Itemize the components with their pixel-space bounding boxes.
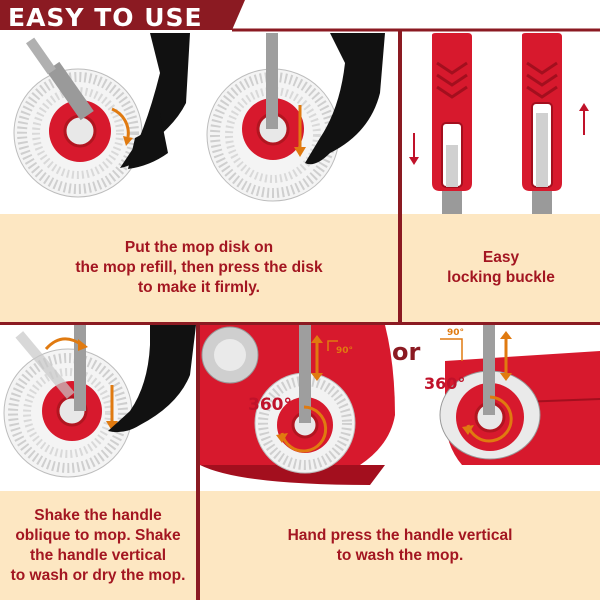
locking-buckle-photo bbox=[402, 33, 600, 214]
shake-handle-photo bbox=[0, 325, 196, 491]
caption-buckle-text: Easy locking buckle bbox=[447, 249, 555, 286]
caption-buckle: Easy locking buckle bbox=[402, 214, 600, 322]
divider-horizontal-middle bbox=[0, 322, 600, 325]
angle-label-left: 90° bbox=[336, 346, 354, 356]
caption-press: Hand press the handle vertical to wash t… bbox=[200, 491, 600, 600]
bucket-press-photo bbox=[200, 325, 600, 491]
caption-press-text: Hand press the handle vertical to wash t… bbox=[287, 526, 513, 564]
angle-label-right: 90° bbox=[447, 328, 465, 338]
caption-shake: Shake the handle oblique to mop. Shake t… bbox=[0, 491, 196, 600]
caption-disk: Put the mop disk on the mop refill, then… bbox=[0, 214, 398, 322]
mop-disk-photo bbox=[0, 33, 398, 214]
header-banner: EASY TO USE bbox=[0, 0, 600, 36]
rotation-label-right: 360° bbox=[424, 374, 466, 393]
caption-disk-text: Put the mop disk on the mop refill, then… bbox=[75, 239, 323, 296]
divider-vertical-top bbox=[398, 30, 402, 324]
caption-shake-text: Shake the handle oblique to mop. Shake t… bbox=[10, 506, 186, 584]
mop-head-right bbox=[206, 33, 340, 202]
or-separator: or bbox=[392, 338, 421, 366]
header-title: EASY TO USE bbox=[8, 3, 203, 32]
divider-vertical-bottom bbox=[196, 322, 200, 600]
rotation-label-left: 360° bbox=[248, 395, 292, 415]
mop-head-left bbox=[13, 37, 143, 198]
